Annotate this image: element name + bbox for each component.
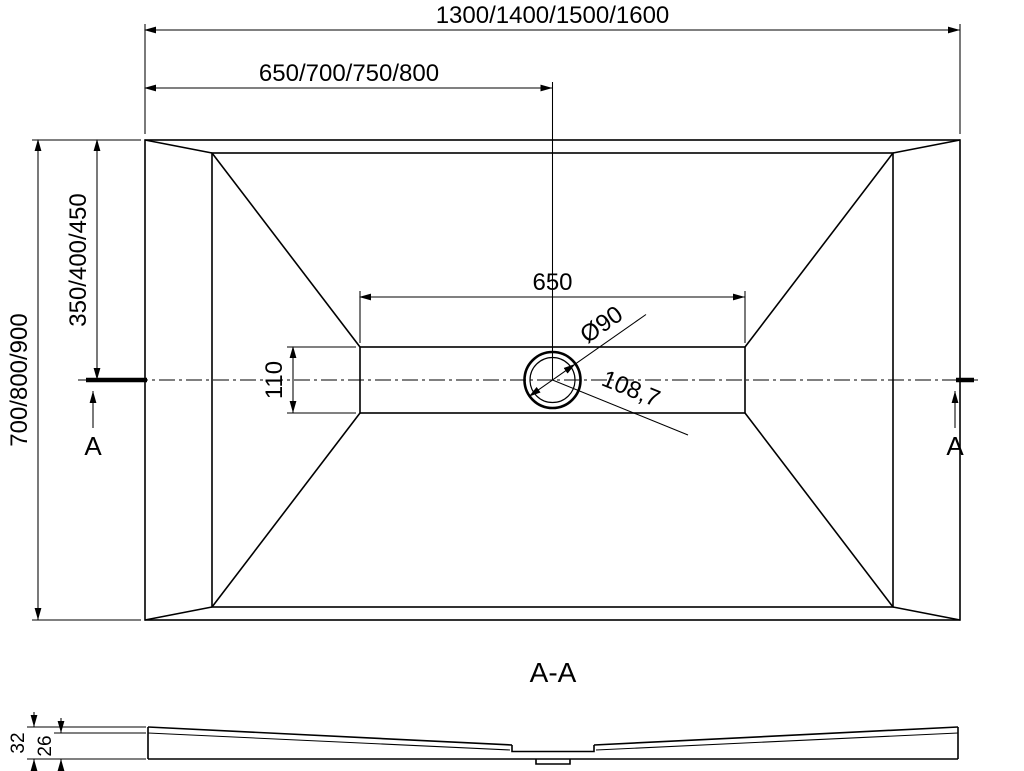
section-label-left: A [84, 431, 102, 461]
dim-section-inner-height: 26 [35, 718, 146, 771]
dim-total-depth: 700/800/900 [6, 139, 141, 621]
dim-center-depth: 350/400/450 [65, 139, 101, 380]
dim-flat-width: 650 [359, 269, 746, 343]
profile-inner-right [595, 732, 959, 751]
section-title: A-A [530, 657, 577, 688]
section-label-right: A [946, 431, 964, 461]
profile-top-right [593, 726, 959, 746]
dim-center-width: 650/700/750/800 [144, 60, 553, 92]
slope-edge-top-right [744, 152, 894, 348]
dim-flat-depth: 110 [261, 346, 356, 414]
dim-drain-diameter-label: Ø90 [575, 301, 628, 349]
dim-total-width: 1300/1400/1500/1600 [144, 2, 961, 134]
slope-edge-bottom-left [211, 412, 361, 608]
corner-diagonal-bottom-right [892, 606, 961, 621]
corner-diagonal-top-left [144, 139, 213, 154]
slope-edge-bottom-right [744, 412, 894, 608]
section-marker-left: A [84, 391, 102, 461]
profile-top-left [147, 726, 513, 746]
section-marker-right: A [946, 391, 964, 461]
section-profile [147, 726, 959, 765]
slope-edge-top-left [211, 152, 361, 348]
dim-flat-depth-label: 110 [261, 361, 288, 399]
drain-outlet [535, 759, 571, 765]
leader-line [552, 379, 689, 436]
dim-flat-width-label: 650 [532, 269, 572, 296]
corner-diagonal-top-right [892, 139, 961, 154]
corner-diagonal-bottom-left [144, 606, 213, 621]
centerlines [78, 82, 978, 383]
dim-total-depth-label: 700/800/900 [6, 313, 33, 446]
section-view: A-A 32 26 [8, 657, 959, 771]
dim-drain-offset-label: 108,7 [598, 365, 664, 413]
dim-section-total-height-label: 32 [8, 732, 29, 753]
drain-recess [511, 745, 595, 753]
leader-line [575, 314, 647, 365]
dim-center-width-label: 650/700/750/800 [259, 60, 439, 87]
dim-section-total-height: 32 [8, 712, 146, 771]
dim-section-inner-height-label: 26 [35, 735, 56, 756]
profile-inner-left [147, 732, 511, 751]
dim-total-width-label: 1300/1400/1500/1600 [436, 2, 670, 29]
dim-center-depth-label: 350/400/450 [65, 193, 92, 326]
